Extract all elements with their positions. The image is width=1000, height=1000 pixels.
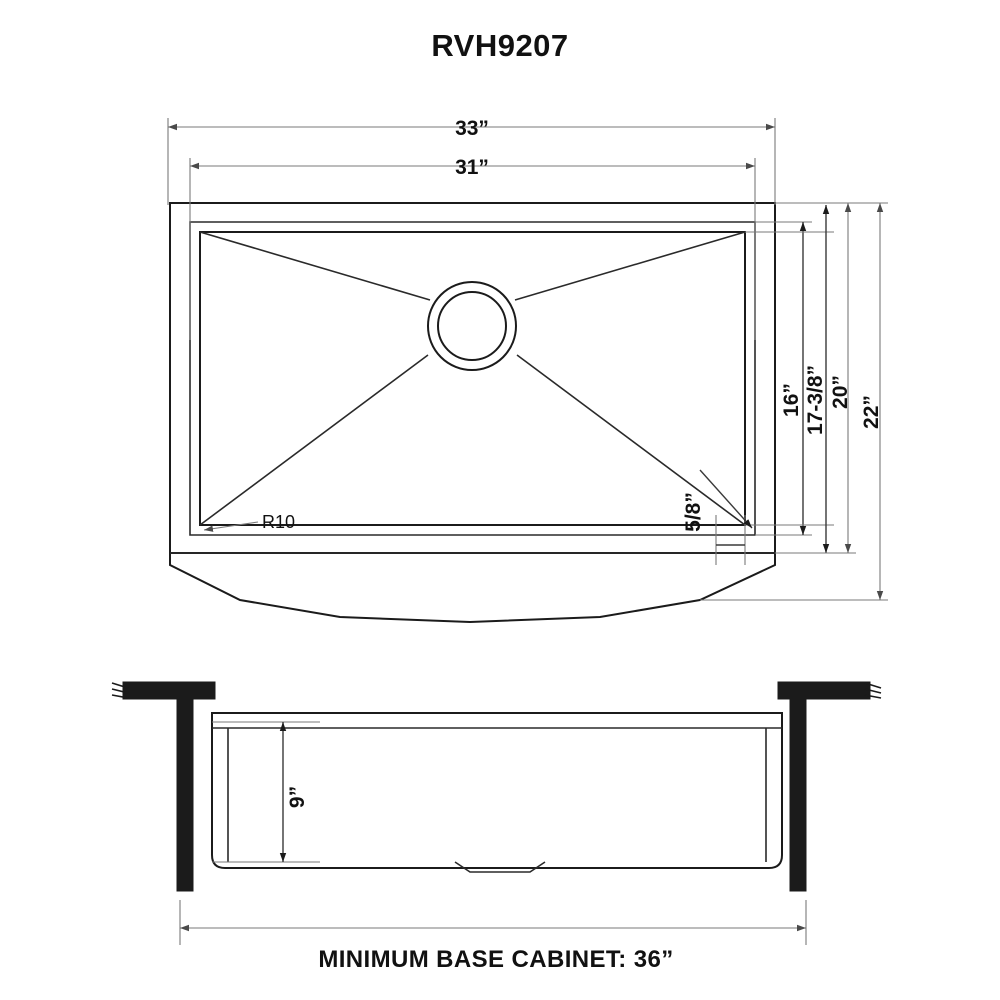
page-title: RVH9207	[431, 28, 569, 63]
label-width-31: 31”	[455, 156, 489, 179]
top-view-group: 33” 31” 16” 17-3/8” 20” 22” R10 5/8”	[167, 117, 888, 624]
dim-height-16	[755, 221, 812, 536]
sink-section-outer	[211, 712, 783, 869]
countertop-right	[777, 681, 871, 700]
apron-curve	[169, 553, 776, 624]
basin-slope-lines	[199, 231, 746, 526]
drain-inner-ring	[437, 291, 507, 361]
dim-height-22	[700, 202, 888, 601]
caption-minimum-base-cabinet: MINIMUM BASE CABINET: 36”	[318, 946, 673, 973]
drain-outer-ring	[427, 281, 517, 371]
label-rim-5-8: 5/8”	[682, 492, 705, 532]
label-height-22: 22”	[860, 395, 883, 429]
sink-basin-opening	[199, 231, 746, 526]
dim-depth-9	[212, 721, 320, 863]
label-width-33: 33”	[455, 117, 489, 140]
dim-base-cabinet	[179, 900, 807, 945]
label-radius-r10: R10	[262, 512, 295, 532]
label-height-20: 20”	[829, 375, 852, 409]
countertop-left	[122, 681, 216, 700]
dim-radius-r10-leader	[203, 521, 259, 532]
countertop-left-hatch	[111, 682, 129, 699]
label-height-17-3-8: 17-3/8”	[804, 365, 827, 435]
section-drain-recess	[454, 861, 546, 873]
dim-width-33	[167, 118, 776, 205]
front-view-group: 9” MINIMUM BASE CABINET: 36”	[111, 681, 882, 973]
label-depth-9: 9”	[286, 786, 309, 808]
countertop-right-hatch	[864, 682, 882, 699]
dim-rim-5-8	[699, 469, 753, 565]
cabinet-wall-right	[789, 698, 807, 892]
sink-inner-rim	[189, 221, 756, 536]
dim-width-31	[189, 158, 756, 340]
cabinet-wall-left	[176, 698, 194, 892]
dim-height-17-3-8	[745, 205, 834, 553]
label-height-16: 16”	[780, 383, 803, 417]
